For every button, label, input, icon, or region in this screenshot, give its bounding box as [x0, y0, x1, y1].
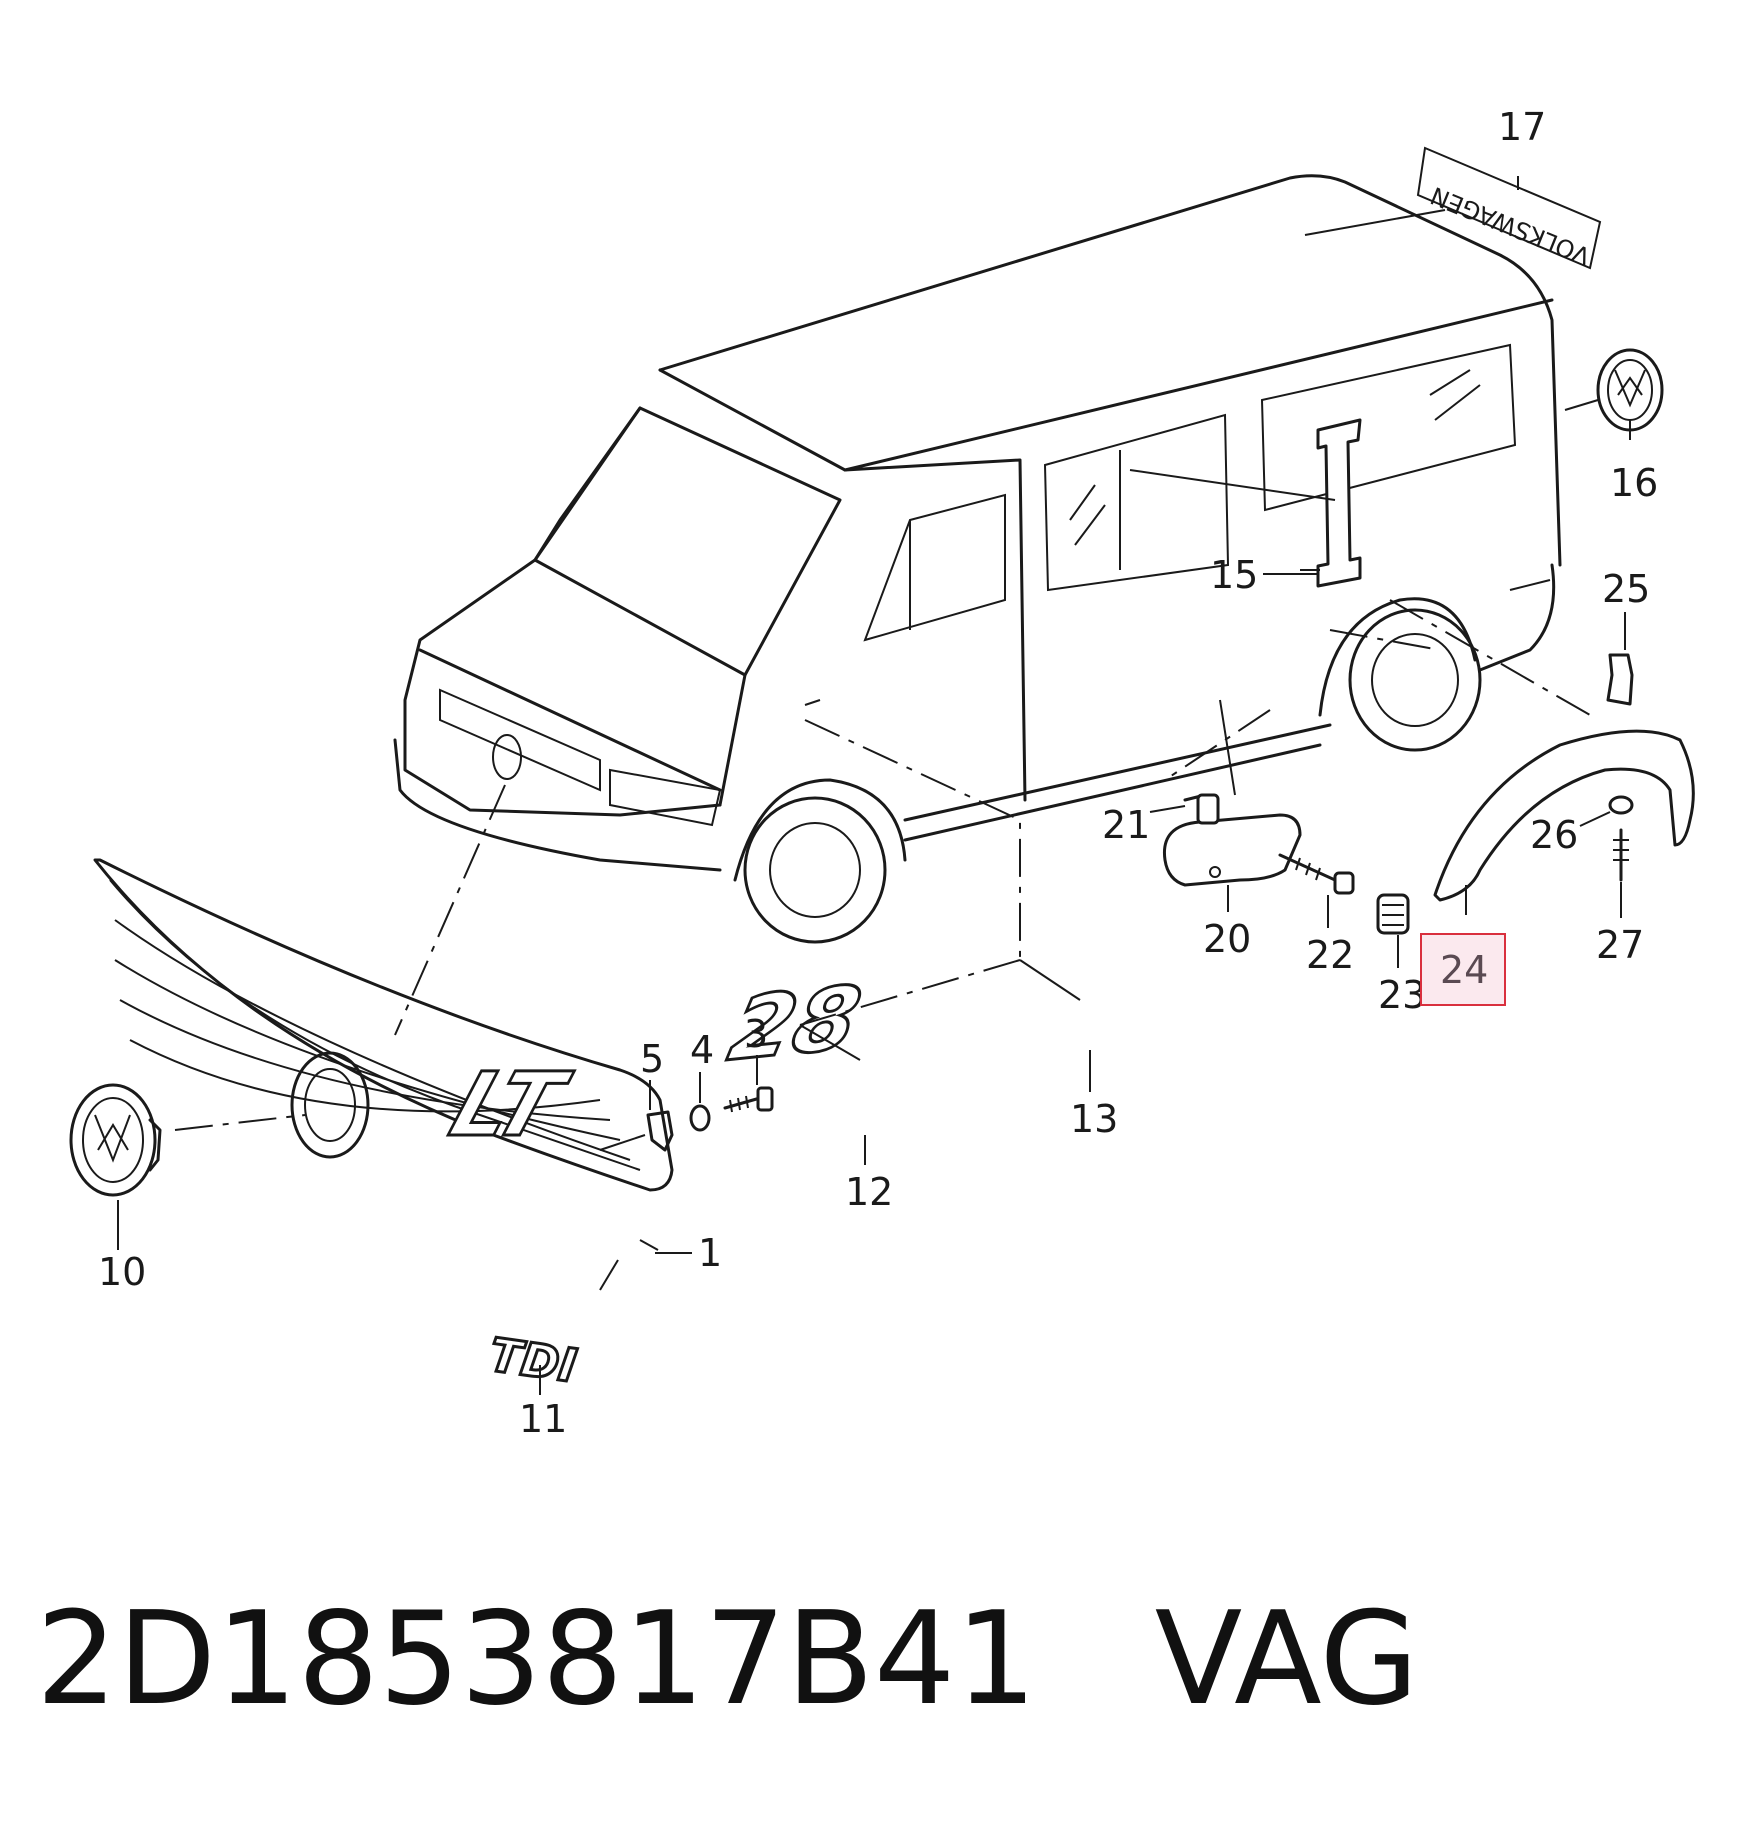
expansion-plug: [1376, 893, 1410, 935]
radiator-grille: [93, 858, 674, 1192]
callout-13: 13: [1070, 1097, 1118, 1141]
callout-24: 24: [1440, 948, 1488, 992]
callout-16: 16: [1610, 461, 1658, 505]
tdi-emblem: TDI: [486, 1327, 579, 1393]
assembly-lines: [174, 469, 1591, 1151]
vw-badge-rear: [1596, 348, 1664, 432]
arch-clip: [1606, 653, 1634, 706]
callout-21: 21: [1102, 803, 1150, 847]
callout-labels: 1 3 4 5 10 11 12 13 15 16 17 20 21 22 23…: [98, 105, 1658, 1441]
callout-22: 22: [1306, 933, 1354, 977]
callout-5: 5: [640, 1037, 664, 1081]
trim-clip: [1183, 793, 1220, 825]
leader-lines: [599, 176, 1631, 1291]
callout-12: 12: [845, 1170, 893, 1214]
callout-1: 1: [698, 1231, 722, 1275]
clip-nut: [646, 1110, 674, 1152]
callout-15: 15: [1210, 553, 1258, 597]
callout-26: 26: [1530, 813, 1578, 857]
callout-23: 23: [1378, 973, 1426, 1017]
washer: [689, 1104, 711, 1132]
callout-25: 25: [1602, 567, 1650, 611]
part-number: 2D1853817B41: [36, 1585, 1037, 1734]
vw-badge-front: [69, 1083, 162, 1197]
callout-11: 11: [519, 1397, 567, 1441]
callout-17: 17: [1498, 105, 1546, 149]
part-caption: 2D1853817B41 VAG: [36, 1585, 1736, 1735]
brand-name: VAG: [1154, 1585, 1419, 1734]
arch-screw: [1613, 828, 1629, 882]
callout-10: 10: [98, 1250, 146, 1294]
callout-3: 3: [744, 1012, 768, 1056]
model-28-emblem: 28: [721, 967, 869, 1082]
callout-24-highlight[interactable]: 24: [1420, 933, 1506, 1006]
arch-washer: [1608, 795, 1634, 815]
van-illustration: [393, 174, 1562, 944]
volkswagen-text: VOLKSWAGEN: [1427, 181, 1595, 270]
callout-4: 4: [690, 1028, 714, 1072]
parts-diagram: VOLKSWAGEN TDI LT 28: [69, 105, 1695, 1441]
callout-27: 27: [1596, 923, 1644, 967]
volkswagen-lettering: VOLKSWAGEN: [1416, 146, 1602, 270]
screw: [723, 1086, 774, 1113]
callout-20: 20: [1203, 917, 1251, 961]
wheel-arch-trim: [1433, 729, 1695, 902]
bracket: [1162, 813, 1302, 887]
bracket-screw: [1278, 853, 1355, 895]
